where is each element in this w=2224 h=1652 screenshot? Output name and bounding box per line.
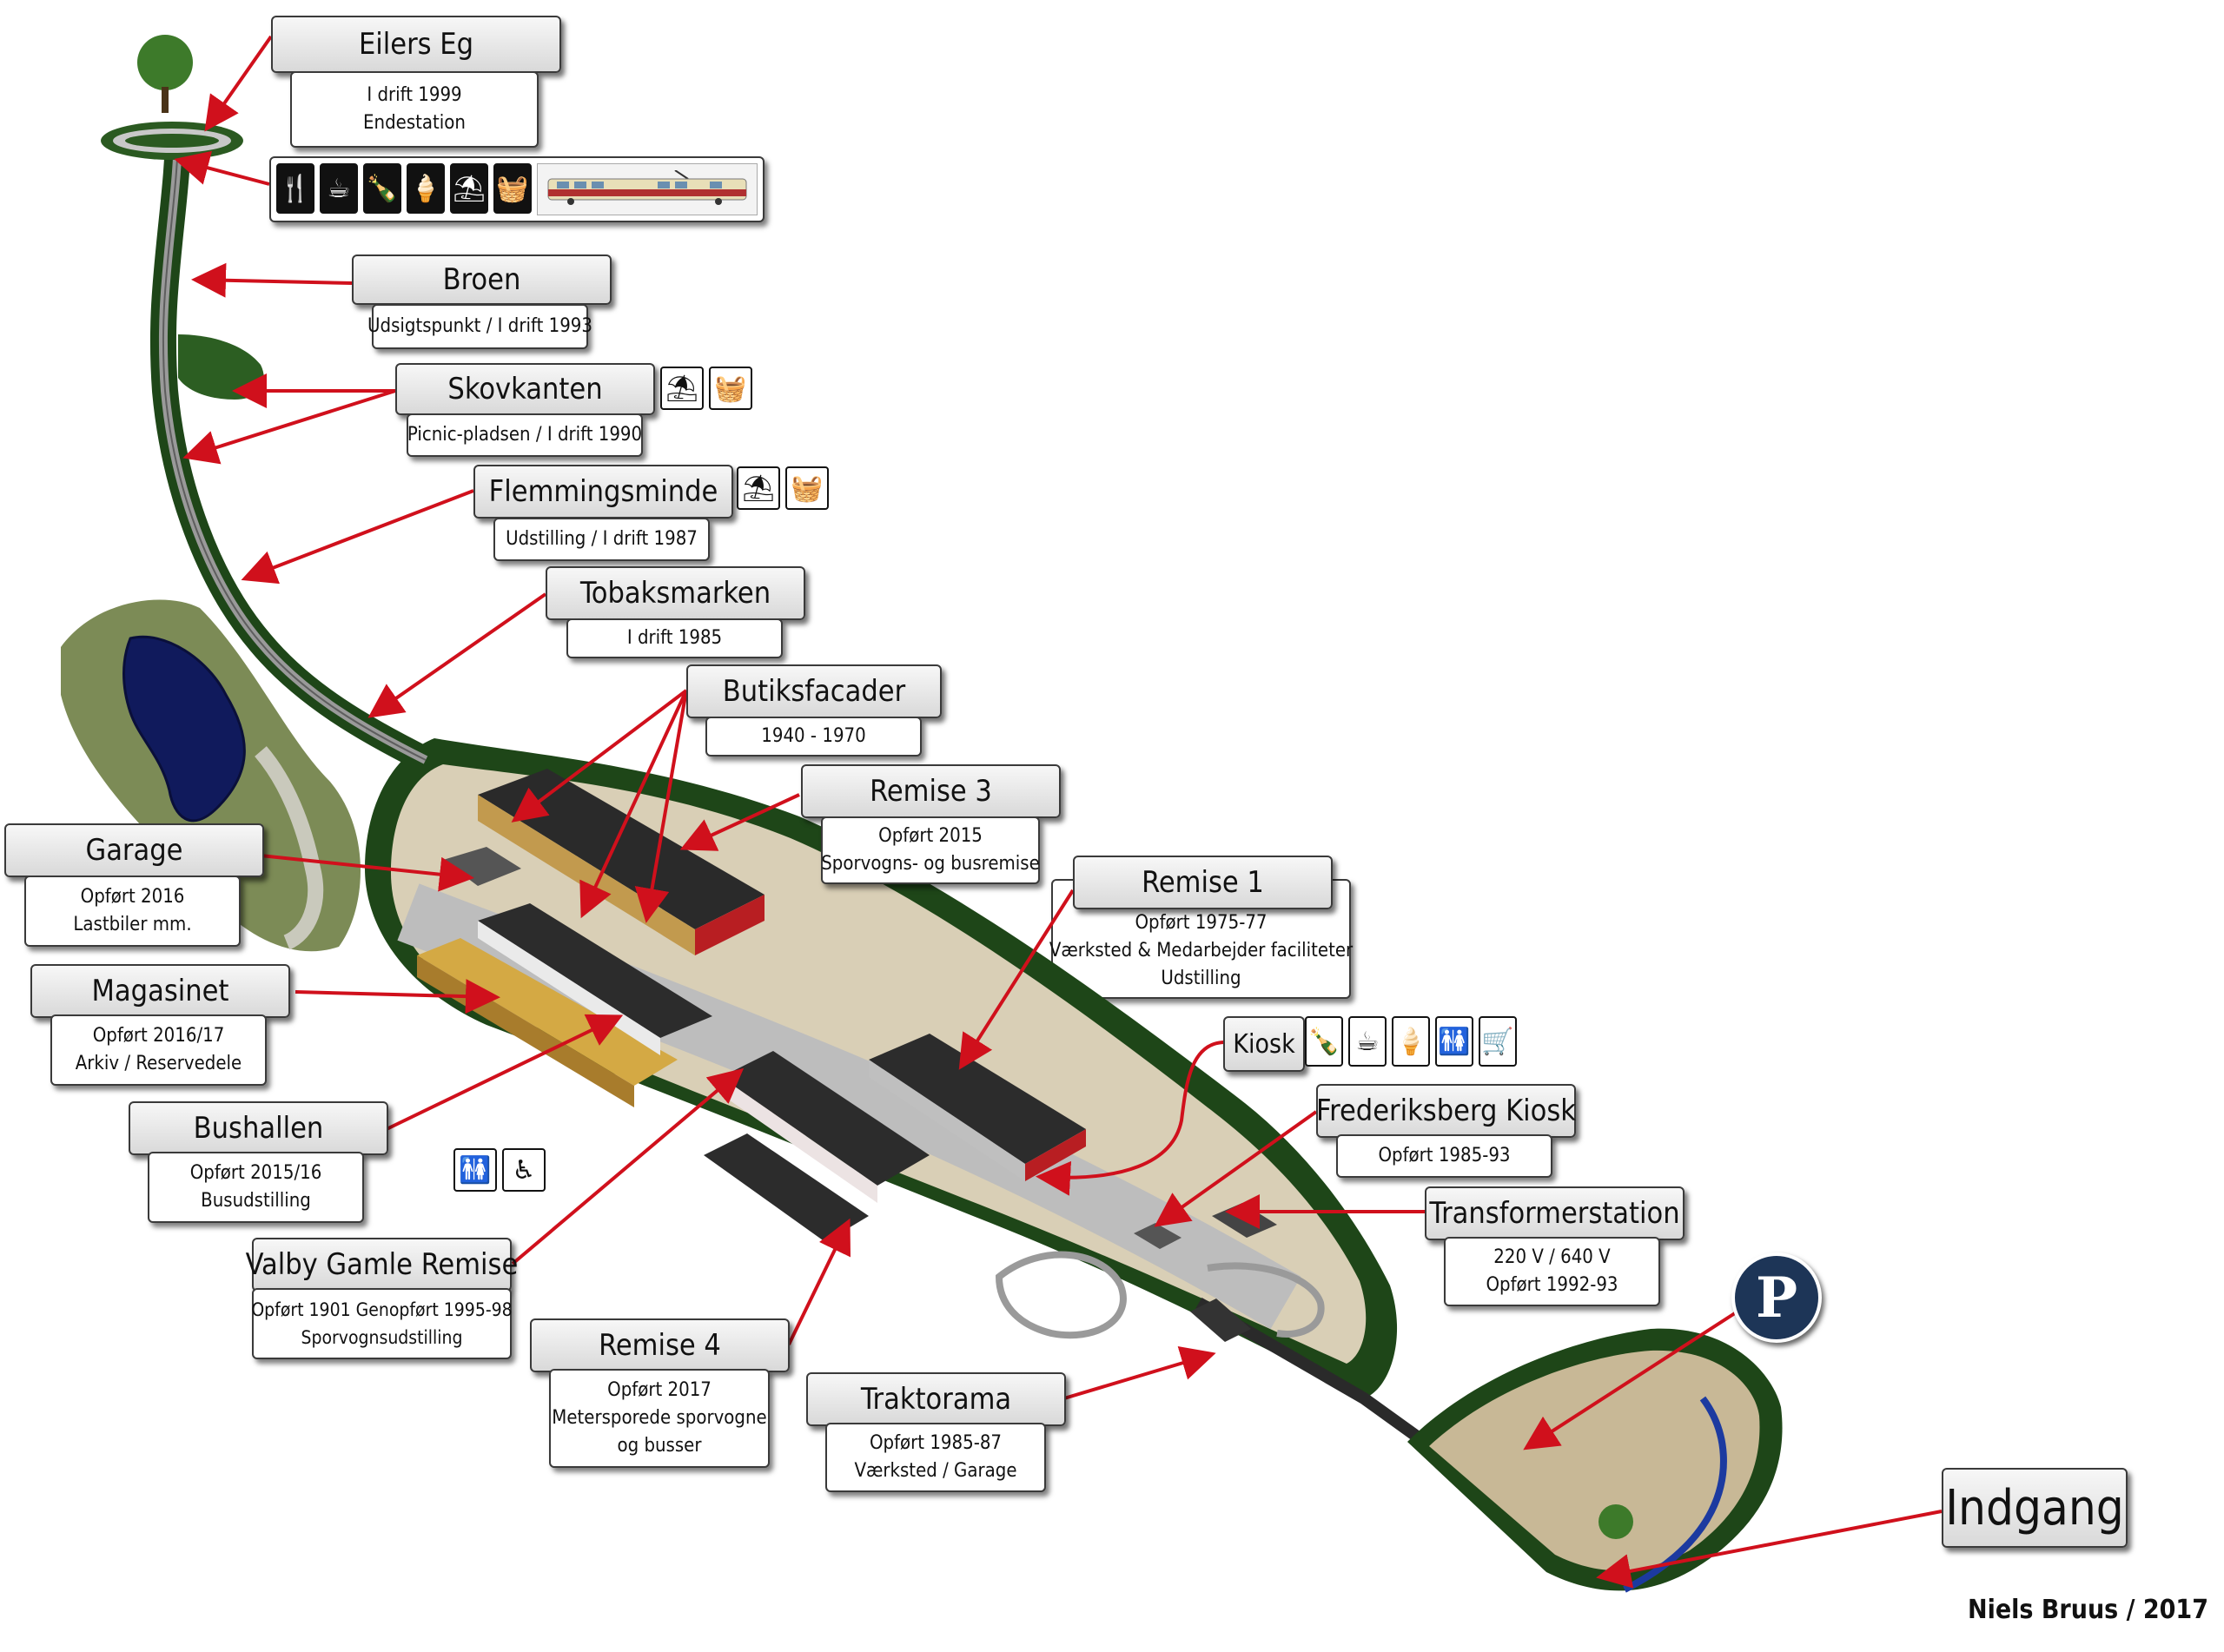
kiosk-title: Kiosk [1223, 1016, 1305, 1072]
ice-cream-icon: 🍦 [1392, 1016, 1430, 1067]
valby-line-1: Opført 1901 Genopført 1995-98 [251, 1299, 513, 1320]
bushallen-details: Opført 2015/16 Busudstilling [148, 1152, 364, 1223]
tobaksmarken-title: Tobaksmarken [546, 566, 805, 620]
author-credit: Niels Bruus / 2017 [1968, 1595, 2208, 1625]
remise4-building [704, 1133, 869, 1242]
flemmingsminde-line-1: Udstilling / I drift 1987 [506, 528, 698, 550]
picnic-table-icon: ⛱ [450, 163, 488, 214]
flemmingsminde-amenities: ⛱ 🧺 [737, 466, 829, 510]
skovkanten-details: Picnic-pladsen / I drift 1990 [407, 413, 643, 457]
transformerstation-line-1: 220 V / 640 V [1493, 1246, 1611, 1268]
remise4-title: Remise 4 [530, 1318, 790, 1372]
skovkanten-line-1: Picnic-pladsen / I drift 1990 [407, 424, 643, 446]
traktorama-building [1190, 1298, 1251, 1342]
ice-cream-icon: 🍦 [407, 163, 445, 214]
toilet-icon: 🚻 [1435, 1016, 1473, 1067]
broen-details: Udsigtspunkt / I drift 1993 [367, 304, 592, 349]
coffee-cup-icon: ☕ [320, 163, 358, 214]
valby-line-2: Sporvognsudstilling [301, 1327, 463, 1348]
magasinet-details: Opført 2016/17 Arkiv / Reservedele [50, 1014, 267, 1086]
tobaksmarken-details: I drift 1985 [566, 618, 783, 658]
bottles-icon: 🍾 [363, 163, 401, 214]
valby-title: Valby Gamle Remise [246, 1238, 518, 1292]
tobaksmarken-line-1: I drift 1985 [626, 627, 723, 649]
remise3-details: Opført 2015 Sporvogns- og busremise [821, 816, 1040, 884]
toilet-amenities: 🚻 ♿ [453, 1148, 546, 1192]
frederiksberg-kiosk-line-1: Opført 1985-93 [1378, 1145, 1511, 1166]
magasinet-title: Magasinet [30, 964, 290, 1018]
frederiksberg-kiosk-building [1134, 1223, 1182, 1249]
tram-icon [547, 170, 747, 205]
skovkanten-title: Skovkanten [395, 363, 655, 415]
picnic-basket-icon: 🧺 [493, 163, 532, 214]
wheelchair-icon: ♿ [502, 1148, 546, 1192]
traktorama-title: Traktorama [806, 1372, 1066, 1426]
coffee-cup-icon: ☕ [1348, 1016, 1387, 1067]
stream [1623, 1396, 1727, 1593]
remise1-building [869, 1034, 1086, 1164]
transformerstation-details: 220 V / 640 V Opført 1992-93 [1444, 1237, 1660, 1306]
frederiksberg-kiosk-title: Frederiksberg Kiosk [1316, 1084, 1576, 1138]
tram-image [537, 163, 758, 215]
traktorama-line-2: Værksted / Garage [854, 1460, 1017, 1482]
valby-details: Opført 1901 Genopført 1995-98 Sporvognsu… [251, 1288, 513, 1359]
remise4-line-3: og busser [617, 1435, 702, 1457]
broen-line-1: Udsigtspunkt / I drift 1993 [367, 315, 592, 337]
cutlery-icon: 🍴 [276, 163, 314, 214]
eilers-eg-line-2: Endestation [363, 112, 466, 134]
traktorama-details: Opført 1985-87 Værksted / Garage [825, 1423, 1046, 1492]
eilers-eg-amenities: 🍴 ☕ 🍾 🍦 ⛱ 🧺 [269, 156, 764, 222]
bushallen-line-1: Opført 2015/16 [189, 1162, 322, 1184]
bushallen-title: Bushallen [129, 1101, 388, 1155]
leader-arrows [174, 35, 1943, 1589]
magasinet-building [417, 938, 678, 1086]
flemmingsminde-title: Flemmingsminde [473, 465, 733, 519]
bottles-icon: 🍾 [1305, 1016, 1343, 1067]
indgang-title: Indgang [1942, 1468, 2128, 1548]
kiosk-amenities: 🍾 ☕ 🍦 🚻 🛒 [1305, 1016, 1517, 1067]
parking-sign: P [1731, 1252, 1822, 1343]
garage-title: Garage [4, 823, 264, 877]
skovkanten-amenities: ⛱ 🧺 [660, 367, 752, 410]
frederiksberg-kiosk-details: Opført 1985-93 [1336, 1134, 1552, 1178]
butiksfacader-details: 1940 - 1970 [705, 717, 922, 757]
picnic-table-icon: ⛱ [737, 466, 780, 510]
magasinet-line-2: Arkiv / Reservedele [75, 1053, 242, 1074]
remise4-details: Opført 2017 Metersporede sporvogne og bu… [549, 1369, 770, 1468]
kiosk-counter-icon: 🛒 [1479, 1016, 1517, 1067]
entrance-tree [1598, 1504, 1633, 1539]
picnic-basket-icon: 🧺 [709, 367, 752, 410]
traktorama-line-1: Opført 1985-87 [869, 1432, 1003, 1454]
butiksfacader-title: Butiksfacader [686, 664, 942, 718]
remise3-line-1: Opført 2015 [878, 825, 983, 847]
remise3-line-2: Sporvogns- og busremise [821, 853, 1040, 875]
eilers-eg-title: Eilers Eg [271, 16, 561, 73]
transformerstation-line-2: Opført 1992-93 [1486, 1274, 1618, 1296]
picnic-table-icon: ⛱ [660, 367, 704, 410]
broen-title: Broen [352, 254, 612, 305]
butiksfacader-line-1: 1940 - 1970 [761, 725, 866, 747]
turning-loop [995, 1251, 1127, 1339]
toilet-icon: 🚻 [453, 1148, 497, 1192]
valby-remise-building [721, 1051, 930, 1186]
eilers-eg-details: I drift 1999 Endestation [290, 71, 539, 148]
garage-line-1: Opført 2016 [80, 886, 185, 908]
garage-details: Opført 2016 Lastbiler mm. [24, 876, 241, 947]
remise1-title: Remise 1 [1073, 856, 1333, 909]
lake [122, 635, 246, 823]
transformerstation-title: Transformerstation [1425, 1186, 1685, 1240]
eilers-eg-line-1: I drift 1999 [367, 84, 462, 106]
garage-line-2: Lastbiler mm. [73, 914, 192, 935]
remise4-line-1: Opført 2017 [607, 1379, 712, 1401]
flemmingsminde-details: Udstilling / I drift 1987 [493, 518, 710, 561]
picnic-basket-icon: 🧺 [785, 466, 829, 510]
oak-tree [137, 35, 193, 90]
bushallen-building [478, 903, 712, 1038]
magasinet-line-1: Opført 2016/17 [92, 1025, 225, 1047]
remise3-title: Remise 3 [801, 764, 1061, 818]
garage-building [443, 847, 521, 886]
bushallen-line-2: Busudstilling [201, 1190, 311, 1212]
remise4-line-2: Metersporede sporvogne [552, 1407, 767, 1429]
